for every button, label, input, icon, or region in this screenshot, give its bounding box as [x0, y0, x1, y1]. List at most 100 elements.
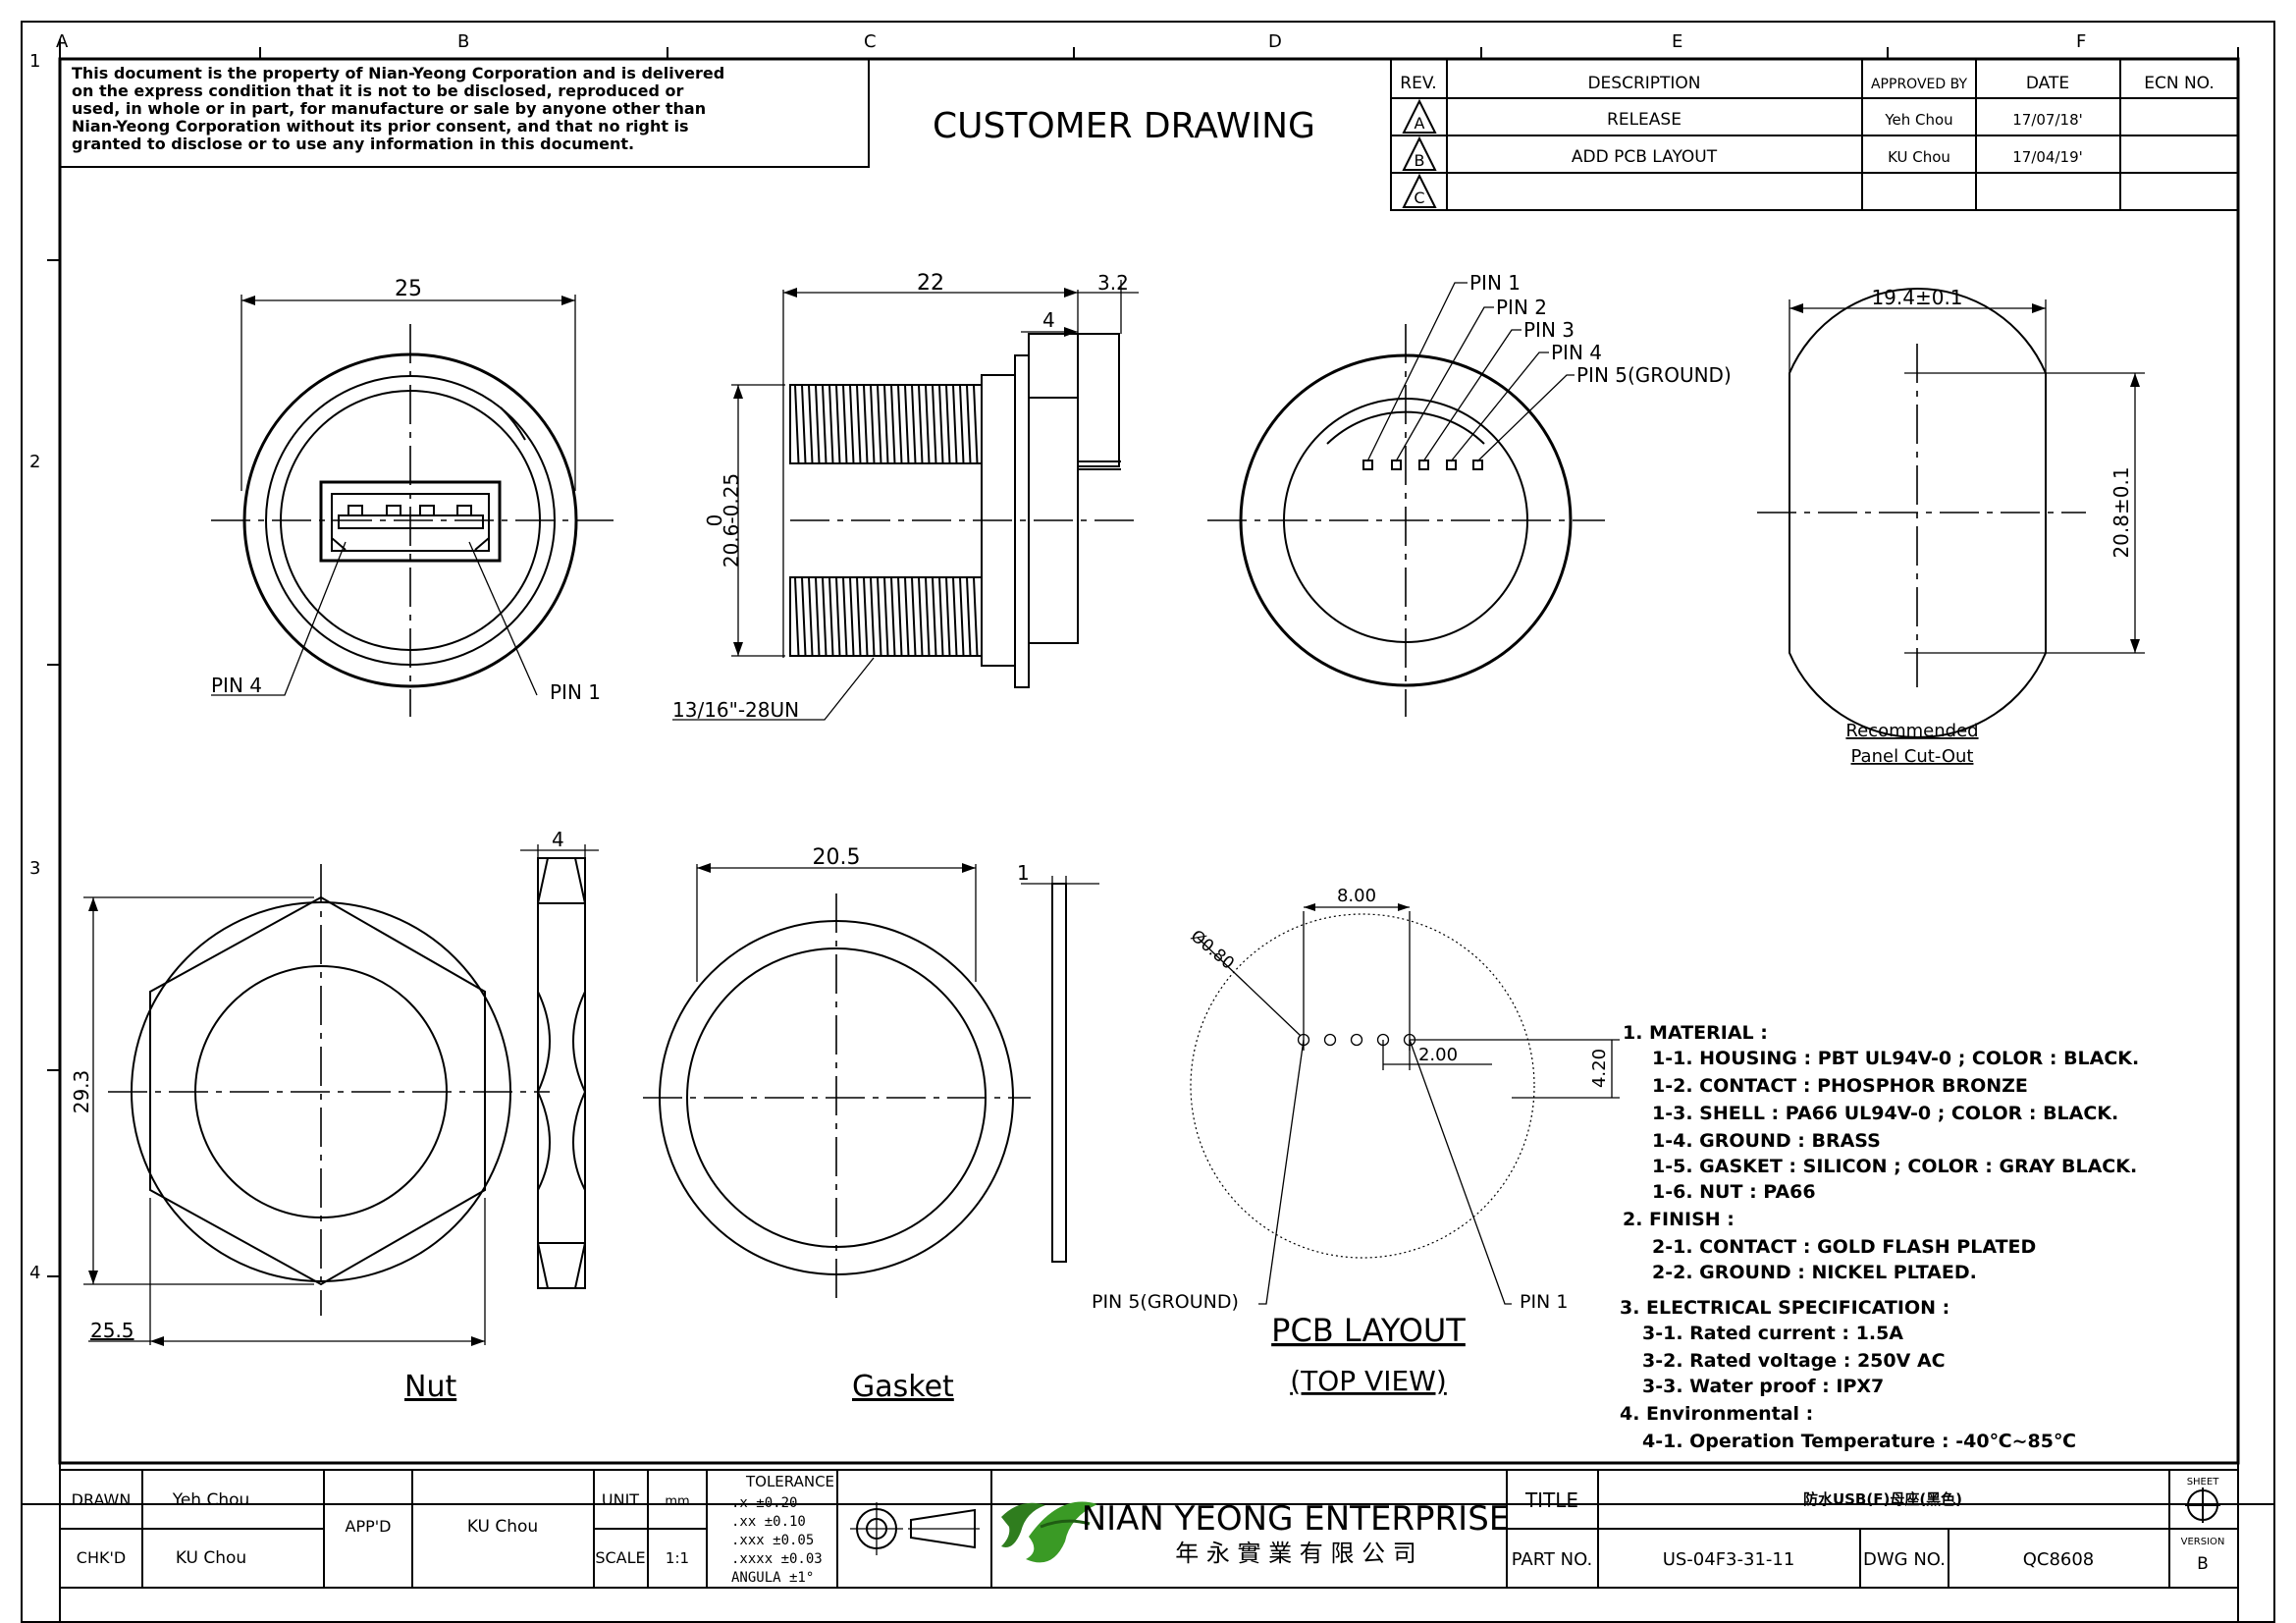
pcb-hole-dim: Ø0.80 — [1187, 927, 1238, 974]
spec-line: 4-1. Operation Temperature : -40℃~85℃ — [1642, 1431, 2076, 1452]
outer-border — [21, 21, 2275, 1623]
spec-line: 2-2. GROUND : NICKEL PLTAED. — [1652, 1262, 1977, 1283]
rev-a-marker: A — [1402, 98, 1437, 134]
tolerance-line: .xxxx ±0.03 — [731, 1551, 823, 1567]
title-value: 防水USB(F)母座(黑色) — [1803, 1490, 1962, 1508]
spec-line: 1-3. SHELL : PA66 UL94V-0 ; COLOR : BLAC… — [1652, 1103, 2118, 1124]
approved-header: APPROVED BY — [1871, 77, 1967, 92]
nut-thickness-dim: 4 — [552, 828, 564, 851]
zone-col-c: C — [864, 31, 877, 52]
third-angle-projection-icon — [850, 1502, 980, 1555]
revision-table: REV. DESCRIPTION APPROVED BY DATE ECN NO… — [1390, 58, 2239, 211]
front-pin4-label: PIN 4 — [211, 674, 262, 697]
thread-top — [794, 384, 979, 464]
pcb-hole — [1323, 1033, 1337, 1047]
pcb-pin5-label: PIN 5(GROUND) — [1092, 1291, 1239, 1313]
tolerance-line: ANGULA ±1° — [731, 1570, 814, 1586]
tolerance-line: .xx ±0.10 — [731, 1514, 806, 1530]
front-width-dim: 25 — [395, 277, 422, 301]
description-header: DESCRIPTION — [1587, 74, 1700, 93]
rear-pin1-label: PIN 1 — [1469, 271, 1521, 295]
notice-line: Nian-Yeong Corporation without its prior… — [72, 117, 689, 135]
appd-label: APP'D — [346, 1517, 392, 1536]
rear-pin2-label: PIN 2 — [1496, 296, 1547, 319]
unit-value: mm — [665, 1494, 689, 1509]
nut-caption: Nut — [404, 1370, 456, 1404]
rear-pin4-label: PIN 4 — [1551, 341, 1602, 364]
pcb-pitch-dim: 2.00 — [1418, 1045, 1458, 1065]
spec-line: 1-2. CONTACT : PHOSPHOR BRONZE — [1652, 1075, 2028, 1097]
rev-b-marker: B — [1402, 135, 1437, 171]
notice-line: granted to disclose or to use any inform… — [72, 135, 634, 153]
nut-height-dim: 29.3 — [70, 1070, 93, 1114]
gasket-caption: Gasket — [852, 1370, 954, 1404]
chkd-value: KU Chou — [176, 1548, 246, 1568]
side-dia-top-tol: 0 — [703, 514, 726, 527]
svg-text:B: B — [1415, 151, 1425, 170]
svg-text:C: C — [1414, 189, 1424, 207]
gasket-view: 20.5 1 Gasket — [643, 845, 1099, 1404]
thread-bot — [794, 576, 979, 657]
drawing-title: CUSTOMER DRAWING — [933, 106, 1315, 146]
zone-col-f: F — [2076, 31, 2086, 52]
zone-row-1: 1 — [29, 51, 40, 72]
specifications: 1. MATERIAL : 1-1. HOUSING : PBT UL94V-0… — [1620, 1022, 2139, 1452]
appd-value: KU Chou — [467, 1517, 538, 1537]
svg-text:A: A — [1415, 114, 1425, 133]
partno-label: PART NO. — [1512, 1549, 1593, 1570]
zone-col-d: D — [1268, 31, 1282, 52]
gasket-thickness-dim: 1 — [1017, 861, 1030, 885]
side-view: 22 3.2 4 0 20.6-0.25 13/16"-28UN — [672, 271, 1139, 722]
side-flange-dim: 3.2 — [1097, 271, 1129, 295]
title-label: TITLE — [1524, 1488, 1578, 1512]
tolerance-line: .x ±0.20 — [731, 1495, 797, 1511]
spec-line: 3-3. Water proof : IPX7 — [1642, 1376, 1884, 1397]
nut-width-dim: 25.5 — [90, 1319, 134, 1342]
rev-b-date: 17/04/19' — [2012, 148, 2083, 166]
ecn-header: ECN NO. — [2144, 74, 2215, 93]
rev-c-marker: C — [1402, 173, 1437, 208]
spec-line: 2. FINISH : — [1623, 1209, 1735, 1230]
scale-value: 1:1 — [666, 1549, 689, 1567]
zone-col-b: B — [457, 31, 469, 52]
partno-value: US-04F3-31-11 — [1663, 1549, 1795, 1570]
drawn-label: DRAWN — [72, 1490, 132, 1509]
thread-spec: 13/16"-28UN — [672, 698, 799, 722]
cutout-caption-1: Recommended — [1845, 721, 1978, 741]
rev-a-approved: Yeh Chou — [1884, 111, 1952, 129]
rev-header: REV. — [1400, 74, 1436, 93]
version-value: B — [2197, 1554, 2209, 1574]
notice-line: on the express condition that it is not … — [72, 81, 683, 100]
side-nut-dim: 4 — [1042, 308, 1055, 332]
dwgno-label: DWG NO. — [1863, 1549, 1946, 1570]
rear-pin5-label: PIN 5(GROUND) — [1576, 363, 1732, 387]
company-logo — [1001, 1501, 1097, 1563]
spec-line: 1-1. HOUSING : PBT UL94V-0 ; COLOR : BLA… — [1652, 1048, 2139, 1069]
spec-line: 1-6. NUT : PA66 — [1652, 1181, 1816, 1203]
pcb-caption-2: (TOP VIEW) — [1290, 1365, 1447, 1397]
company-name-cn: 年 永 實 業 有 限 公 司 — [1175, 1540, 1415, 1567]
company-name: NIAN YEONG ENTERPRISE — [1082, 1499, 1511, 1539]
zone-col-a: A — [56, 31, 69, 52]
cutout-height-dim: 20.8±0.1 — [2109, 466, 2133, 558]
notice-line: used, in whole or in part, for manufactu… — [72, 99, 706, 118]
pcb-layout-view: 8.00 Ø0.80 2.00 4.20 PIN 5(GROUND) PIN 1… — [1092, 886, 1620, 1397]
gasket-dia-dim: 20.5 — [813, 845, 861, 870]
sheet-label: SHEET — [2187, 1477, 2220, 1488]
chkd-label: CHK'D — [77, 1548, 126, 1567]
dwgno-value: QC8608 — [2023, 1549, 2095, 1570]
date-header: DATE — [2026, 74, 2069, 93]
rev-b-approved: KU Chou — [1888, 148, 1950, 166]
title-block: DRAWN Yeh Chou CHK'D KU Chou APP'D KU Ch… — [59, 1469, 2239, 1589]
rev-b-description: ADD PCB LAYOUT — [1572, 147, 1718, 167]
zone-markers: A B C D E F 1 2 3 4 — [29, 31, 2239, 1283]
pcb-span-dim: 8.00 — [1337, 886, 1376, 906]
spec-line: 1-5. GASKET : SILICON ; COLOR : GRAY BLA… — [1652, 1156, 2137, 1177]
version-label: VERSION — [2181, 1537, 2225, 1547]
spec-line: 4. Environmental : — [1620, 1403, 1813, 1425]
sheet-symbol-icon — [2185, 1488, 2220, 1523]
front-view: 25 PIN 4 PIN 1 — [211, 277, 614, 717]
tolerance-line: .xxx ±0.05 — [731, 1533, 814, 1548]
pcb-hole — [1297, 1033, 1310, 1047]
